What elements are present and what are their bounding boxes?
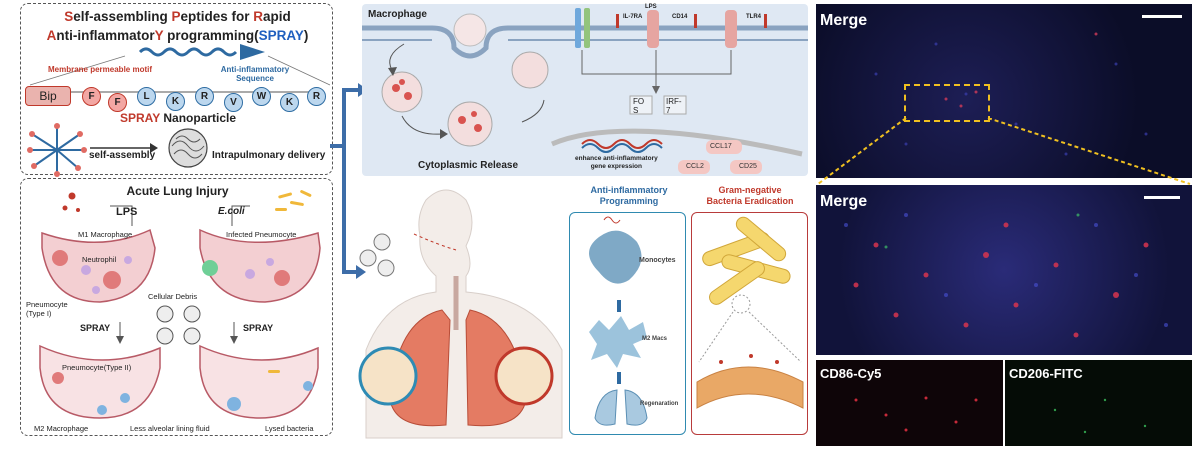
- receptor-il7ra: [575, 8, 590, 48]
- alveolus-top-right: [199, 228, 321, 303]
- enhance-label: enhance anti-inflammatory gene expressio…: [575, 155, 658, 170]
- monocyte-cell: [589, 230, 642, 284]
- infected-label: Infected Pneumocyte: [226, 230, 297, 239]
- arrow-self-assembly: [90, 143, 158, 153]
- residue-6: V: [224, 93, 243, 112]
- receptor-cd14: [647, 10, 659, 48]
- fos-label: FO S: [633, 97, 645, 115]
- ali-panel: Acute Lung Injury: [20, 178, 333, 436]
- m1-label: M1 Macrophage: [78, 230, 133, 239]
- funnel-line-right: [267, 55, 331, 86]
- monocytes-label: Monocytes: [639, 257, 676, 264]
- spray-right-label: SPRAY: [243, 323, 274, 333]
- ali-ecoli-label: E.coli: [218, 206, 245, 217]
- pneumocyte1-label: Pneumocyte (Type I): [26, 300, 68, 318]
- merge-label-top: Merge: [820, 12, 868, 29]
- micro-merge-bottom: Merge: [816, 185, 1192, 355]
- ali-drawings: [39, 190, 321, 419]
- m2-label: M2 Macrophage: [34, 424, 89, 433]
- residue-2: F: [108, 93, 127, 112]
- spray-particles: [156, 305, 201, 345]
- nanoparticle-icon: [168, 128, 208, 168]
- lung-regen: [594, 389, 648, 426]
- cd86-speckles: [854, 396, 978, 432]
- alveolus-bottom-left: [39, 344, 161, 419]
- spray-title-line2: Anti-inflammatorY programming(SPRAY): [46, 28, 309, 43]
- merge-label-bottom: Merge: [820, 193, 868, 210]
- funnel-line-left: [29, 55, 126, 86]
- residue-3: L: [137, 87, 156, 106]
- bacteria-rods: [702, 216, 791, 305]
- programming-cells: [589, 216, 648, 426]
- micro-top-speckles: [874, 32, 1148, 156]
- ecoli-rods: [275, 190, 312, 211]
- alveolus-top-left: [41, 228, 156, 303]
- ccl17-label: CCL17: [710, 143, 732, 150]
- ccl2-label: CCL2: [686, 163, 704, 170]
- spray-title-line1: Self-assembling Peptides for Rapid: [64, 9, 291, 24]
- lysed-label: Lysed bacteria: [265, 424, 314, 433]
- programming-box: [569, 212, 686, 435]
- pneumocyte2-label: Pneumocyte(Type II): [62, 363, 132, 372]
- residue-8: K: [280, 93, 299, 112]
- peptide-wave: [138, 47, 238, 57]
- programming-title: Anti-inflammatory Programming: [590, 185, 668, 206]
- zoom-circle-right: [494, 346, 554, 406]
- residue-9: R: [307, 87, 326, 106]
- micro-cd206: CD206-FITC: [1005, 360, 1192, 446]
- alveolus-bottom-right: [199, 344, 319, 419]
- receptor-label-lps: LPS: [645, 4, 657, 10]
- lung-illustration: [358, 189, 563, 439]
- macrophage-title: Macrophage: [368, 9, 427, 20]
- regen-label: Regenaration: [640, 401, 679, 407]
- spray-left-label: SPRAY: [80, 323, 111, 333]
- ali-title: Acute Lung Injury: [126, 184, 229, 198]
- bip-box: Bip: [25, 86, 71, 106]
- receptor-label-cd14: CD14: [672, 14, 688, 20]
- less-fluid-label: Less alveolar lining fluid: [130, 424, 210, 433]
- bacteria-drawing: [696, 216, 804, 409]
- irf-label: IRF- 7: [666, 97, 682, 115]
- cytoplasmic-label: Cytoplasmic Release: [418, 160, 519, 171]
- bacteria-title: Gram-negative Bacteria Eradication: [706, 185, 794, 206]
- m2-mac-cell: [589, 316, 647, 368]
- spray-panel: Self-assembling Peptides for Rapid Anti-…: [20, 3, 333, 175]
- scale-bar-bottom: [1144, 196, 1180, 199]
- m2macs-label: M2 Macs: [642, 336, 668, 342]
- macrophage-drawing: [362, 8, 808, 174]
- zoom-box: [904, 84, 990, 122]
- membrane-label: Membrane permeable motif: [47, 65, 153, 74]
- ali-lps-label: LPS: [116, 206, 138, 218]
- scale-bar-top: [1142, 15, 1182, 18]
- micro-merge-top: Merge: [816, 4, 1192, 178]
- residue-7: W: [252, 87, 271, 106]
- anti-label: Anti-inflammatory Sequence: [220, 65, 290, 83]
- cd86-label: CD86-Cy5: [820, 366, 882, 381]
- neutrophil-label: Neutrophil: [82, 255, 117, 264]
- nanoparticle-title: SPRAY Nanoparticle: [120, 111, 237, 125]
- bacteria-membrane: [696, 366, 804, 409]
- micro-bottom-speckles: [844, 213, 1168, 338]
- residue-1: F: [82, 87, 101, 106]
- peptide-wave-head: [240, 44, 265, 60]
- zoom-circle-left: [358, 346, 418, 406]
- bacteria-box: [691, 212, 808, 435]
- micro-cd86: CD86-Cy5: [816, 360, 1003, 446]
- cd206-label: CD206-FITC: [1009, 366, 1083, 381]
- receptor-label-il7ra: IL-7RA: [623, 14, 643, 20]
- delivery-label: Intrapulmonary delivery: [212, 150, 326, 161]
- receptor-tlr4: [725, 10, 737, 48]
- self-assembly-label: self-assembly: [89, 150, 156, 161]
- cd25-label: CD25: [739, 163, 757, 170]
- zoom-lines: [817, 118, 1191, 185]
- residue-5: R: [195, 87, 214, 106]
- residue-4: K: [166, 92, 185, 111]
- cell-membrane: [362, 25, 808, 59]
- cd206-speckles: [1053, 398, 1147, 434]
- lps-dot: [68, 192, 76, 200]
- receptor-label-tlr4: TLR4: [746, 14, 761, 20]
- debris-label: Cellular Debris: [148, 292, 198, 301]
- micelle-icon: [27, 123, 87, 177]
